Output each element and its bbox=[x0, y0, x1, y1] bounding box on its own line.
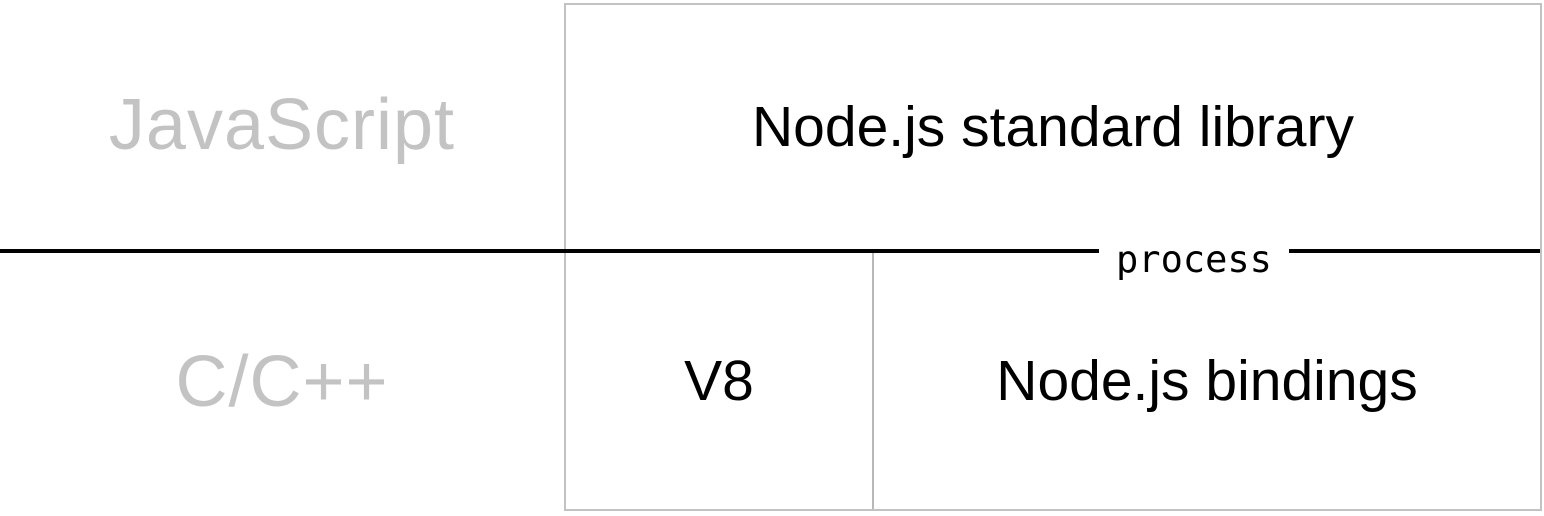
process-boundary-line-left bbox=[0, 249, 1099, 253]
process-boundary-label: process bbox=[1116, 237, 1272, 281]
v8-cell-label: V8 bbox=[684, 349, 754, 413]
process-boundary-line-right bbox=[1289, 249, 1540, 253]
cell-divider-line bbox=[872, 253, 874, 509]
architecture-outer-box bbox=[564, 3, 1542, 511]
bindings-cell-label: Node.js bindings bbox=[996, 349, 1418, 413]
cpp-layer-label: C/C++ bbox=[175, 342, 389, 422]
javascript-layer-label: JavaScript bbox=[108, 85, 456, 165]
stdlib-box-label: Node.js standard library bbox=[752, 95, 1354, 159]
